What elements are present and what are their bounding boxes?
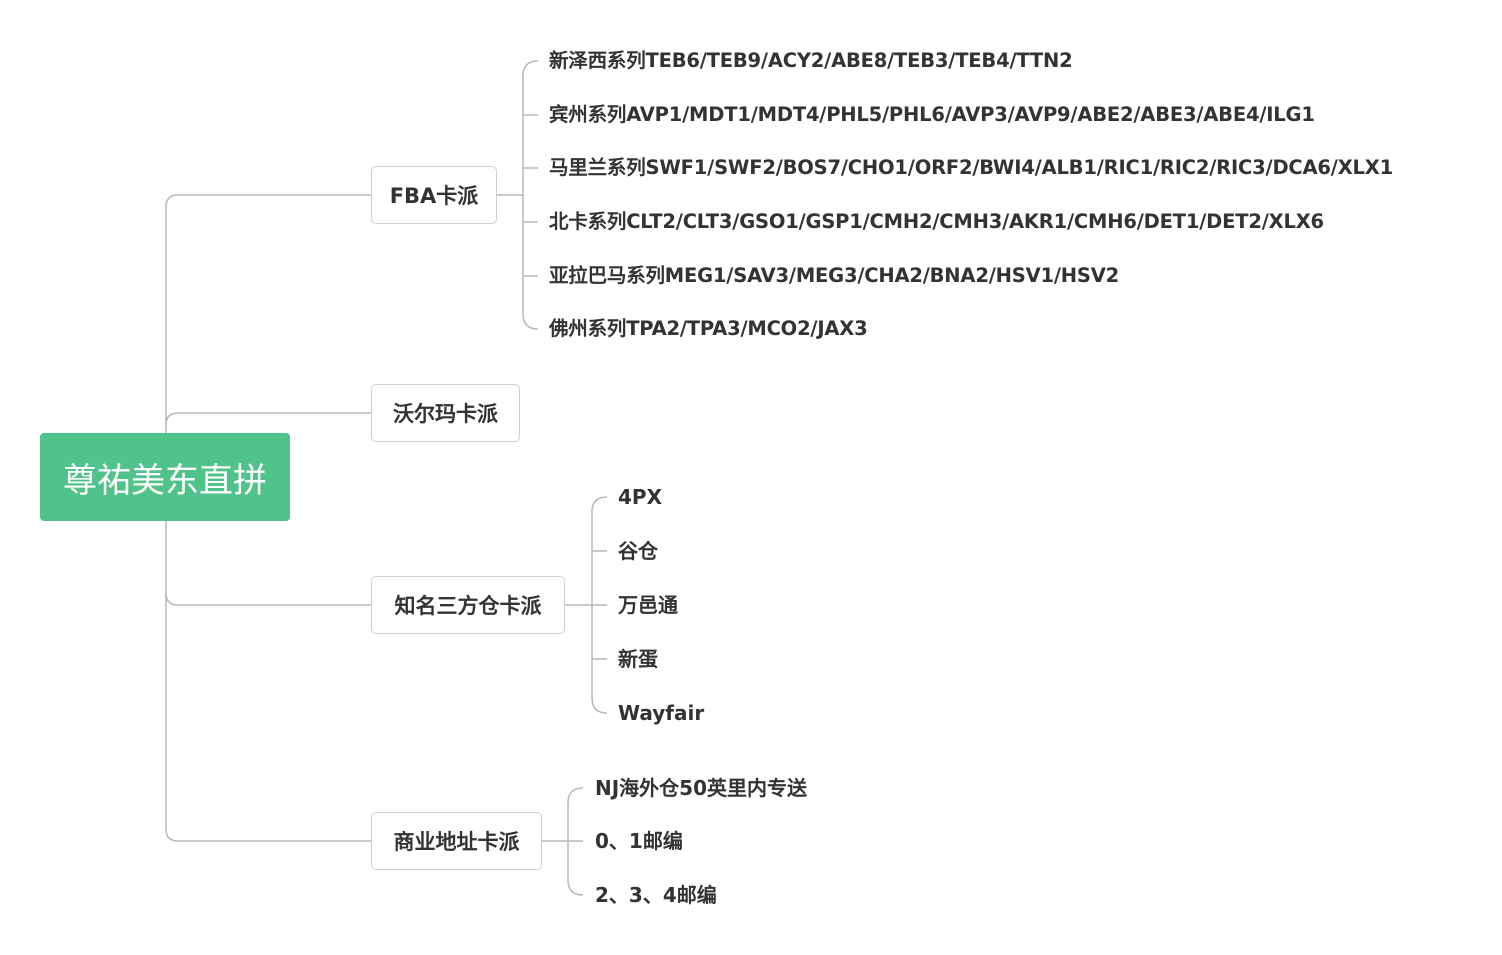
branch-thirdparty[interactable]: 知名三方仓卡派 [371, 576, 565, 634]
connector-root-trunk [165, 194, 371, 433]
branch-commercial-label: 商业地址卡派 [393, 830, 520, 854]
leaf-commercial-zip01[interactable]: 0、1邮编 [595, 829, 683, 853]
root-topic[interactable]: 尊祐美东直拼 [40, 433, 290, 521]
branch-fba[interactable]: FBA卡派 [371, 166, 497, 224]
leaf-commercial-nj[interactable]: NJ海外仓50英里内专送 [595, 776, 808, 800]
leaf-fba-northcarolina[interactable]: 北卡系列CLT2/CLT3/GSO1/GSP1/CMH2/CMH3/AKR1/C… [549, 210, 1324, 233]
branch-fba-label: FBA卡派 [389, 184, 479, 208]
branch-commercial[interactable]: 商业地址卡派 [371, 812, 542, 870]
leaf-fba-florida[interactable]: 佛州系列TPA2/TPA3/MCO2/JAX3 [549, 317, 868, 340]
leaf-thirdparty-newegg[interactable]: 新蛋 [618, 647, 658, 671]
connector-root-thirdparty [165, 592, 371, 606]
connector-root-lower [165, 521, 371, 842]
leaf-fba-alabama[interactable]: 亚拉巴马系列MEG1/SAV3/MEG3/CHA2/BNA2/HSV1/HSV2 [549, 264, 1119, 287]
leaf-fba-pennsylvania[interactable]: 宾州系列AVP1/MDT1/MDT4/PHL5/PHL6/AVP3/AVP9/A… [549, 103, 1315, 126]
leaf-thirdparty-winit[interactable]: 万邑通 [618, 593, 678, 617]
branch-thirdparty-label: 知名三方仓卡派 [394, 594, 542, 618]
branch-walmart-label: 沃尔玛卡派 [393, 402, 498, 426]
leaf-thirdparty-gucang[interactable]: 谷仓 [618, 539, 658, 563]
branch-walmart[interactable]: 沃尔玛卡派 [371, 384, 520, 442]
connector-root-walmart [165, 412, 371, 426]
leaf-thirdparty-wayfair[interactable]: Wayfair [618, 701, 705, 725]
connector-fba-bracket [522, 60, 539, 330]
root-topic-label: 尊祐美东直拼 [63, 460, 267, 501]
leaf-thirdparty-4px[interactable]: 4PX [618, 485, 662, 509]
leaf-commercial-zip234[interactable]: 2、3、4邮编 [595, 883, 717, 907]
leaf-fba-newjersey[interactable]: 新泽西系列TEB6/TEB9/ACY2/ABE8/TEB3/TEB4/TTN2 [549, 49, 1073, 72]
leaf-fba-maryland[interactable]: 马里兰系列SWF1/SWF2/BOS7/CHO1/ORF2/BWI4/ALB1/… [549, 156, 1393, 179]
